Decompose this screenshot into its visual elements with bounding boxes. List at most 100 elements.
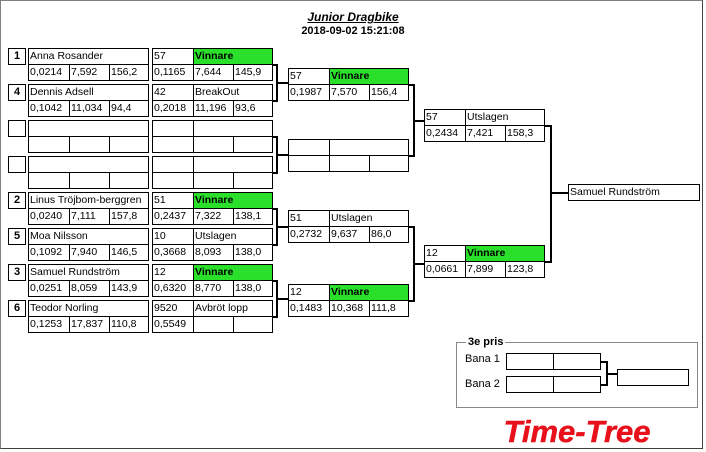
- seed-number: 4: [8, 84, 26, 101]
- r2-elapsed-time: 8,093: [193, 244, 234, 261]
- r2-bike-number: 51: [152, 192, 194, 209]
- r2-speed: [233, 136, 273, 153]
- r2-elapsed-time: 8,770: [193, 280, 234, 297]
- bracket-connector: [409, 226, 414, 228]
- r2-status: Utslagen: [193, 228, 273, 245]
- bracket-connector: [276, 82, 288, 84]
- r4-reaction-time: 0,0661: [424, 261, 466, 278]
- r3-reaction-time: 0,2732: [288, 226, 330, 243]
- elapsed-time: [69, 172, 110, 189]
- speed: 143,9: [109, 280, 149, 297]
- reaction-time: 0,1092: [28, 244, 70, 261]
- r2-reaction-time: [152, 136, 194, 153]
- r4-status: Utslagen: [465, 109, 545, 126]
- bracket-connector: [413, 120, 424, 122]
- r4-speed: 123,8: [505, 261, 545, 278]
- r3-status: Vinnare: [329, 68, 409, 85]
- elapsed-time: 7,111: [69, 208, 110, 225]
- bracket-connector: [273, 244, 277, 246]
- r2-speed: [233, 316, 273, 333]
- third-connector-bottom: [600, 384, 606, 386]
- bracket-connector: [276, 154, 288, 156]
- r2-bike-number: [152, 156, 194, 173]
- r3-speed: 86,0: [369, 226, 409, 243]
- r4-status: Vinnare: [465, 245, 545, 262]
- bracket-connector: [273, 316, 277, 318]
- seed-number: [8, 120, 26, 137]
- competitor-name: Dennis Adsell: [28, 84, 149, 101]
- r2-elapsed-time: 7,322: [193, 208, 234, 225]
- r3-speed: [369, 155, 409, 172]
- r2-elapsed-time: [193, 316, 234, 333]
- seed-number: 6: [8, 300, 26, 317]
- bracket-connector: [273, 280, 277, 282]
- seed-number: 5: [8, 228, 26, 245]
- reaction-time: [28, 172, 70, 189]
- lane1-cell-b: [553, 353, 601, 370]
- bracket-connector: [273, 100, 277, 102]
- competitor-name: Teodor Norling: [28, 300, 149, 317]
- winner-name: Samuel Rundström: [568, 184, 700, 201]
- r2-bike-number: [152, 120, 194, 137]
- bracket-connector: [276, 298, 288, 300]
- competitor-name: Linus Tröjbom-berggren: [28, 192, 149, 209]
- reaction-time: 0,0240: [28, 208, 70, 225]
- elapsed-time: 7,592: [69, 64, 110, 81]
- r3-bike-number: 12: [288, 284, 330, 301]
- seed-number: 1: [8, 48, 26, 65]
- third-connector-out: [606, 373, 618, 375]
- r3-reaction-time: 0,1483: [288, 300, 330, 317]
- r4-speed: 158,3: [505, 125, 545, 142]
- logo-text: Time-Tree: [503, 414, 650, 448]
- speed: 156,2: [109, 64, 149, 81]
- lane2-label: Bana 2: [465, 378, 500, 390]
- r3-speed: 111,8: [369, 300, 409, 317]
- r3-elapsed-time: 7,570: [329, 84, 370, 101]
- r3-elapsed-time: [329, 155, 370, 172]
- reaction-time: 0,0214: [28, 64, 70, 81]
- r2-bike-number: 57: [152, 48, 194, 65]
- r2-reaction-time: [152, 172, 194, 189]
- speed: 157,8: [109, 208, 149, 225]
- r4-bike-number: 57: [424, 109, 466, 126]
- r4-bike-number: 12: [424, 245, 466, 262]
- seed-number: 2: [8, 192, 26, 209]
- time-tree-logo: Time-Tree: [503, 414, 651, 448]
- r2-reaction-time: 0,3668: [152, 244, 194, 261]
- bracket-connector: [545, 261, 551, 263]
- r2-status: Vinnare: [193, 48, 273, 65]
- third-connector-top: [600, 361, 606, 363]
- r2-speed: [233, 172, 273, 189]
- r2-status: [193, 156, 273, 173]
- r3-reaction-time: [288, 155, 330, 172]
- r3-bike-number: [288, 139, 330, 156]
- r3-speed: 156,4: [369, 84, 409, 101]
- r2-reaction-time: 0,2018: [152, 100, 194, 117]
- competitor-name: [28, 156, 149, 173]
- speed: 94,4: [109, 100, 149, 117]
- speed: 110,8: [109, 316, 149, 333]
- page-title: Junior Dragbike: [307, 10, 399, 24]
- r2-speed: 93,6: [233, 100, 273, 117]
- elapsed-time: 17,837: [69, 316, 110, 333]
- competitor-name: [28, 120, 149, 137]
- r3-reaction-time: 0,1987: [288, 84, 330, 101]
- elapsed-time: 11,034: [69, 100, 110, 117]
- competitor-name: Anna Rosander: [28, 48, 149, 65]
- bracket-connector: [273, 64, 277, 66]
- r2-status: [193, 120, 273, 137]
- bracket-connector: [545, 125, 551, 127]
- r2-bike-number: 42: [152, 84, 194, 101]
- third-place-result: [617, 369, 689, 386]
- r2-elapsed-time: 7,644: [193, 64, 234, 81]
- reaction-time: 0,1253: [28, 316, 70, 333]
- r3-bike-number: 57: [288, 68, 330, 85]
- r4-reaction-time: 0,2434: [424, 125, 466, 142]
- r3-status: [329, 139, 409, 156]
- r2-elapsed-time: 11,196: [193, 100, 234, 117]
- competitor-name: Moa Nilsson: [28, 228, 149, 245]
- lane2-cell-a: [506, 376, 554, 393]
- r3-status: Vinnare: [329, 284, 409, 301]
- r2-elapsed-time: [193, 172, 234, 189]
